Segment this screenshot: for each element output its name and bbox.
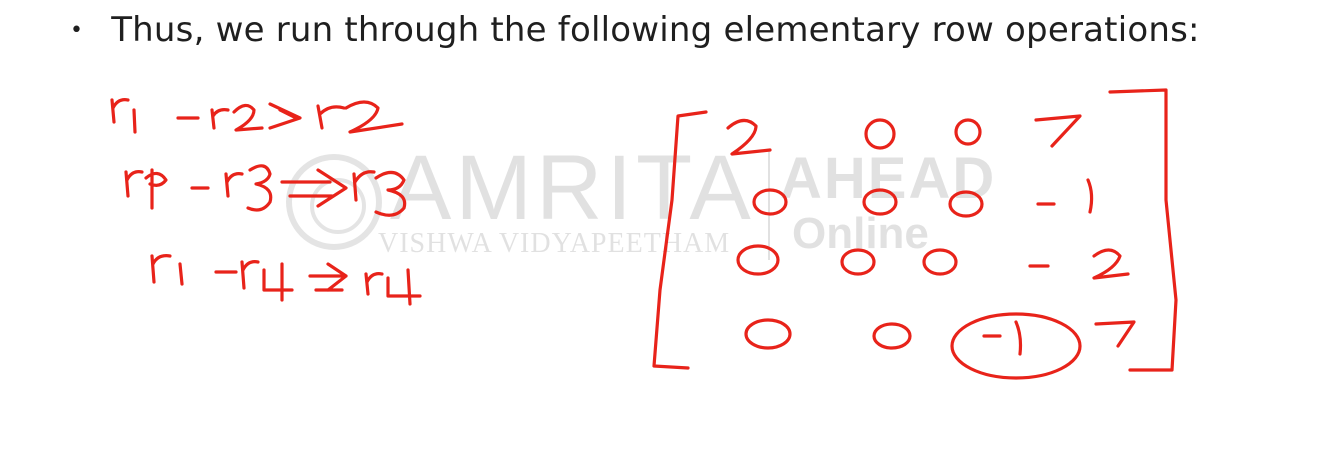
matrix-row-4: [744, 312, 1136, 380]
row-operation-3: [150, 254, 422, 306]
matrix-left-bracket: [652, 110, 708, 370]
matrix-right-bracket: [1108, 88, 1178, 372]
row-operation-2: [124, 164, 407, 217]
matrix-row-3: [736, 244, 1130, 280]
matrix-row-1: [726, 114, 1082, 156]
matrix-row-2: [752, 178, 1094, 218]
row-operation-1: [110, 98, 404, 134]
bullet-marker: •: [70, 18, 84, 43]
bullet-point: • Thus, we run through the following ele…: [70, 10, 1200, 50]
bullet-text: Thus, we run through the following eleme…: [111, 10, 1200, 50]
circled-pivot-entry: [950, 312, 1082, 380]
